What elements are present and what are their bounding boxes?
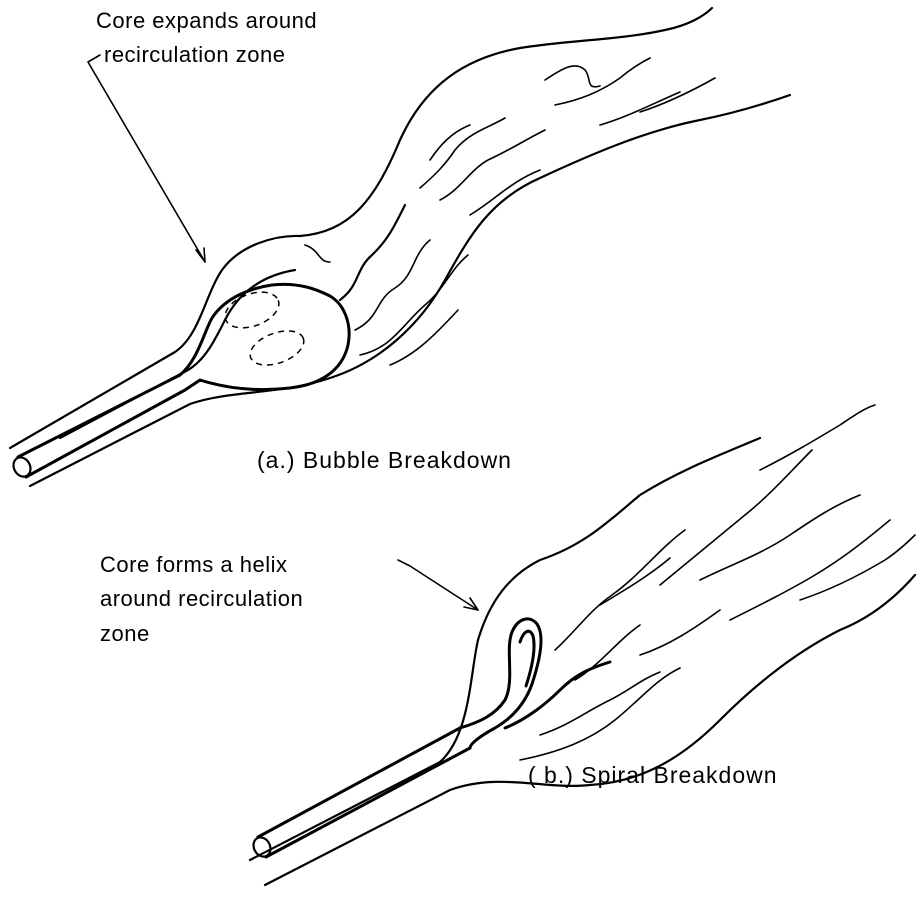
spiral-streak — [640, 610, 720, 655]
spiral-helix-tail — [505, 662, 610, 728]
spiral-streak — [600, 558, 670, 605]
bubble-streak — [555, 58, 650, 105]
spiral-outer-boundary-upper — [250, 438, 760, 860]
bubble-annotation-line2: recirculation zone — [104, 42, 285, 67]
spiral-annotation-line3: zone — [100, 621, 150, 646]
spiral-helix-core-inner — [520, 631, 534, 686]
bubble-streak — [640, 78, 715, 112]
spiral-streak — [800, 535, 915, 600]
core-tube-lower — [26, 390, 185, 477]
bubble-streak — [545, 66, 600, 87]
bubble-outer-boundary-lower — [30, 95, 790, 486]
spiral-annotation-arrowhead — [464, 598, 478, 610]
spiral-streak — [700, 495, 860, 580]
bubble-streak — [440, 130, 545, 200]
spiral-annotation-line1: Core forms a helix — [100, 552, 288, 577]
spiral-streak — [540, 672, 660, 735]
spiral-helix-core — [460, 619, 541, 748]
bubble-streak — [430, 125, 470, 160]
spiral-streak — [555, 530, 685, 650]
spiral-streak — [760, 405, 875, 470]
bubble-streak — [305, 245, 330, 262]
bubble-outer-boundary-upper — [10, 8, 712, 448]
bubble-streak — [600, 92, 680, 125]
bubble-streak — [470, 170, 540, 215]
bubble-streak — [340, 205, 405, 300]
spiral-streak — [660, 450, 812, 585]
bubble-swirl-boundary-upper — [60, 270, 295, 438]
spiral-outer-boundary-lower — [265, 575, 915, 885]
spiral-annotation-line2: around recirculation — [100, 586, 303, 611]
core-tube-upper — [18, 375, 180, 457]
spiral-core-tube-upper — [258, 728, 460, 837]
bubble-breakdown-panel: Core expands around recirculation zone (… — [10, 8, 790, 486]
spiral-annotation-leader — [398, 560, 478, 610]
spiral-core-tube-lower — [266, 748, 470, 857]
spiral-breakdown-caption: ( b.) Spiral Breakdown — [528, 762, 778, 788]
bubble-annotation-line1: Core expands around — [96, 8, 317, 33]
expanded-core-bubble — [180, 284, 349, 390]
recirculation-cell-lower — [246, 324, 309, 371]
bubble-annotation-leader — [88, 55, 205, 262]
bubble-breakdown-caption: (a.) Bubble Breakdown — [257, 447, 512, 473]
spiral-breakdown-panel: Core forms a helix around recirculation … — [100, 405, 915, 885]
spiral-streak — [520, 668, 680, 760]
